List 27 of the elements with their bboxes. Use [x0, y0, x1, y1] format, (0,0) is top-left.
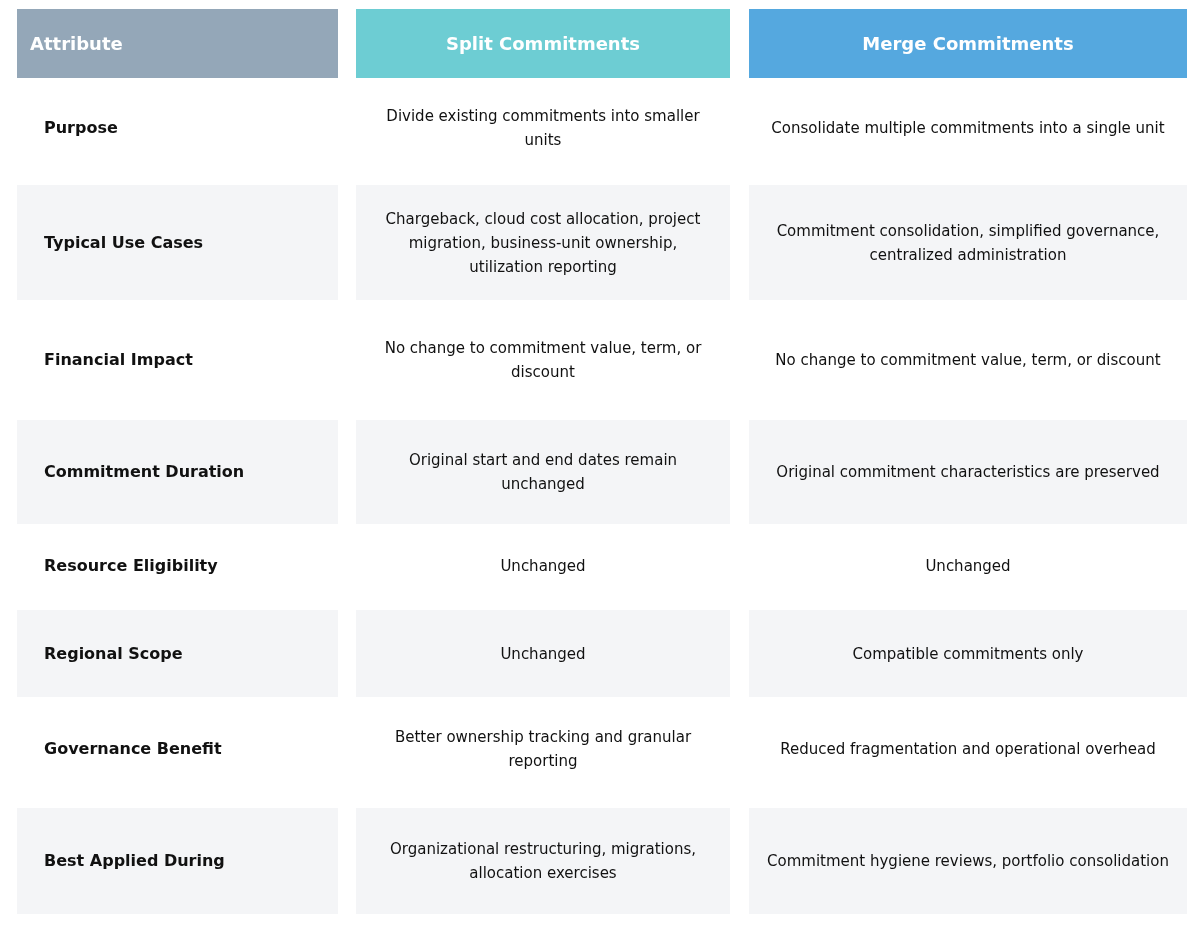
table-cell: Commitment hygiene reviews, portfolio consolidation	[749, 808, 1187, 914]
row-header-cell: Commitment Duration	[17, 420, 338, 524]
row-label: Purpose	[43, 117, 119, 139]
table-cell: Original start and end dates remain unchanged	[356, 420, 730, 524]
cell-text: No change to commitment value, term, or discount	[383, 338, 703, 383]
column-header: Attribute	[17, 9, 338, 78]
cell-text: Reduced fragmentation and operational overhead	[779, 739, 1157, 760]
column-header: Split Commitments	[356, 9, 730, 78]
cell-text: Better ownership tracking and granular reporting	[393, 727, 693, 772]
cell-text: Divide existing commitments into smaller units	[385, 106, 701, 151]
table-cell: Commitment consolidation, simplified governance, centralized administration	[749, 185, 1187, 300]
table-cell: Chargeback, cloud cost allocation, project migration, business-unit ownership, utilization reporting	[356, 185, 730, 300]
column-header: Merge Commitments	[749, 9, 1187, 78]
row-header-cell: Regional Scope	[17, 610, 338, 697]
table-cell: Compatible commitments only	[749, 610, 1187, 697]
row-label: Resource Eligibility	[43, 555, 219, 577]
cell-text: Unchanged	[499, 556, 587, 577]
cell-text: Unchanged	[924, 556, 1012, 577]
table-cell: Organizational restructuring, migrations, allocation exercises	[356, 808, 730, 914]
cell-text: Consolidate multiple commitments into a single unit	[770, 118, 1166, 139]
row-label: Governance Benefit	[43, 738, 223, 760]
row-header-cell: Typical Use Cases	[17, 185, 338, 300]
cell-text: No change to commitment value, term, or discount	[774, 350, 1162, 371]
table-cell: Original commitment characteristics are preserved	[749, 420, 1187, 524]
table-cell: Unchanged	[356, 610, 730, 697]
row-label: Financial Impact	[43, 349, 194, 371]
row-header-cell: Best Applied During	[17, 808, 338, 914]
